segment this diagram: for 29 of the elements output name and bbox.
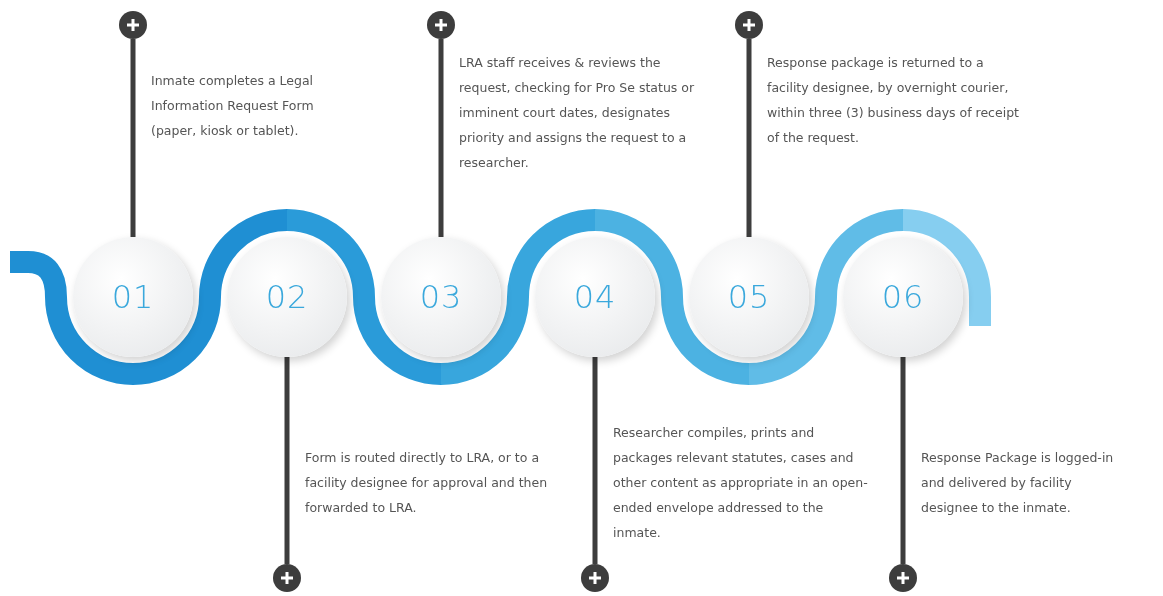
plus-icon <box>119 11 147 39</box>
wave-ribbon-connector <box>440 209 596 385</box>
step-description: Response package is returned to a facility designee, by overnight courier, within three (3) business days of receipt of the request. <box>767 54 1020 147</box>
step-number-circle: 02 <box>227 237 347 357</box>
plus-icon <box>581 564 609 592</box>
plus-icon <box>427 11 455 39</box>
pin-line <box>130 39 136 237</box>
step-description: LRA staff receives & reviews the request, checking for Pro Se status or imminent court dates, designates priority and assigns the request to a researcher. <box>459 54 696 172</box>
step-description: Inmate completes a Legal Information Request Form (paper, kiosk or tablet). <box>151 72 315 140</box>
wave-ribbon-connector <box>286 209 442 385</box>
plus-icon <box>889 564 917 592</box>
plus-icon <box>735 11 763 39</box>
step-description: Form is routed directly to LRA, or to a facility designee for approval and then forwarded to LRA. <box>305 449 549 517</box>
step-description: Researcher compiles, prints and packages relevant statutes, cases and other content as appropriate in an open-ended envelope addressed to the inmate. <box>613 424 868 542</box>
step-number-circle: 05 <box>689 237 809 357</box>
step-description: Response Package is logged-in and delivered by facility designee to the inmate. <box>921 449 1115 517</box>
wave-ribbon-connector <box>748 209 904 385</box>
pin-line <box>284 357 290 564</box>
pin-line <box>746 39 752 237</box>
pin-line <box>592 357 598 564</box>
wave-ribbon-connector <box>594 209 750 385</box>
pin-line <box>900 357 906 564</box>
step-number-circle: 01 <box>73 237 193 357</box>
step-number-circle: 04 <box>535 237 655 357</box>
step-number-circle: 03 <box>381 237 501 357</box>
step-number-circle: 06 <box>843 237 963 357</box>
pin-line <box>438 39 444 237</box>
wave-ribbon-connector <box>132 209 288 385</box>
plus-icon <box>273 564 301 592</box>
